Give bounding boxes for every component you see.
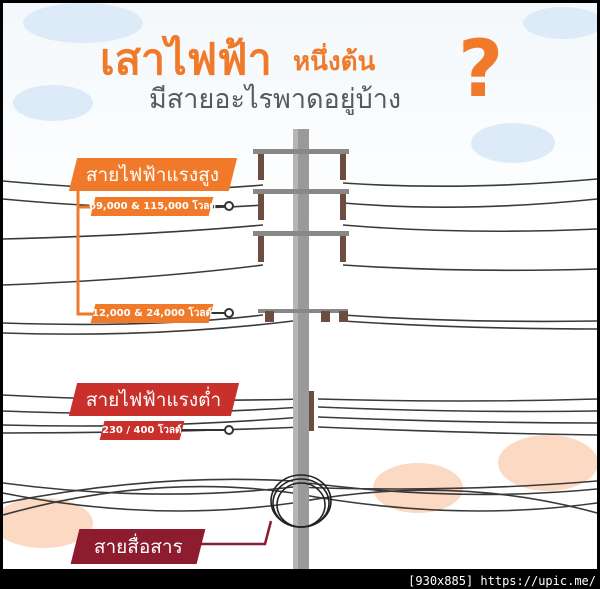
hv-transmission-tag: 69,000 & 115,000 โวลต์ <box>88 197 216 216</box>
pointer-connectors <box>182 201 234 435</box>
low-voltage-value: 230 / 400 โวลต์ <box>102 425 182 436</box>
title-main: เสาไฟฟ้า <box>100 35 272 85</box>
hv-distribution-tag: 12,000 & 24,000 โวลต์ <box>90 304 214 323</box>
infographic-canvas: เสาไฟฟ้า หนึ่งต้น มีสายอะไรพาดอยู่บ้าง ?… <box>3 3 597 569</box>
high-voltage-banner: สายไฟฟ้าแรงสูง <box>68 158 238 191</box>
wires <box>3 178 597 516</box>
high-voltage-label: สายไฟฟ้าแรงสูง <box>86 163 220 186</box>
insulators <box>258 154 348 431</box>
cable-coil <box>270 474 332 528</box>
title-sub: หนึ่งต้น <box>293 47 376 77</box>
low-voltage-label: สายไฟฟ้าแรงต่ำ <box>86 388 222 411</box>
hv-distribution-label: 12,000 & 24,000 โวลต์ <box>92 308 212 319</box>
title-line2: มีสายอะไรพาดอยู่บ้าง <box>149 84 402 115</box>
low-voltage-tag: 230 / 400 โวลต์ <box>99 421 185 440</box>
crossarms <box>253 149 349 313</box>
pole-diagram <box>3 3 597 569</box>
low-voltage-banner: สายไฟฟ้าแรงต่ำ <box>68 383 240 416</box>
watermark: [930x885] https://upic.me/ <box>408 574 596 588</box>
question-mark: ? <box>458 25 504 115</box>
clouds <box>13 3 597 163</box>
hv-transmission-label: 69,000 & 115,000 โวลต์ <box>88 201 216 212</box>
communication-banner: สายสื่อสาร <box>70 529 206 564</box>
background-trees <box>3 435 597 548</box>
communication-label: สายสื่อสาร <box>93 535 183 558</box>
hv-bracket <box>76 191 93 316</box>
comm-connector <box>201 520 273 546</box>
